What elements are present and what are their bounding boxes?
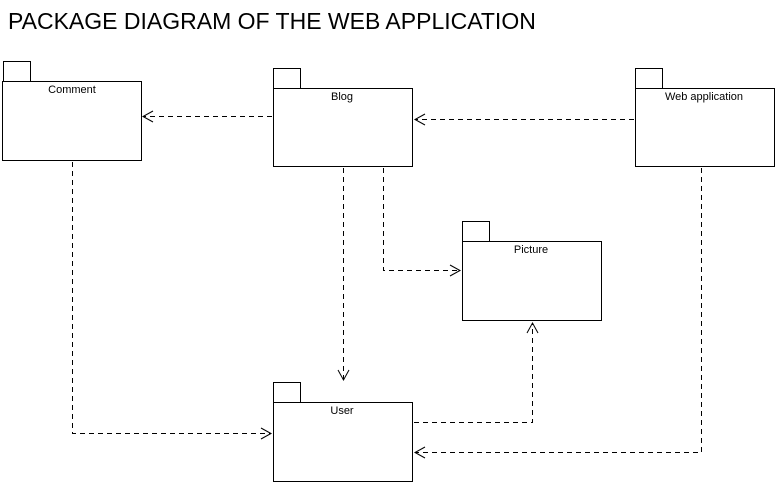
package-comment[interactable]: Comment [2, 61, 142, 161]
package-label-web-application: Web application [665, 91, 743, 103]
package-body [2, 81, 142, 161]
package-body [462, 241, 602, 321]
package-label-picture: Picture [514, 244, 548, 256]
dependency-web-application-to-user [413, 168, 702, 459]
diagram-title: PACKAGE DIAGRAM OF THE WEB APPLICATION [8, 8, 536, 34]
dependency-web-application-to-blog [413, 113, 634, 126]
package-web-application[interactable]: Web application [635, 68, 775, 167]
package-label-comment: Comment [48, 84, 96, 96]
package-user[interactable]: User [273, 382, 413, 482]
package-tab [462, 221, 490, 242]
package-body [273, 402, 413, 482]
package-picture[interactable]: Picture [462, 221, 602, 321]
dependency-user-to-picture [414, 321, 539, 423]
dependency-blog-to-comment [141, 110, 272, 123]
package-tab [3, 61, 31, 82]
package-label-user: User [330, 405, 354, 417]
dependency-comment-to-user [72, 162, 273, 440]
package-tab [273, 382, 301, 403]
dependency-blog-to-user [337, 168, 350, 382]
dependency-blog-to-picture [383, 168, 462, 277]
package-blog[interactable]: Blog [273, 68, 413, 167]
package-body [635, 88, 775, 167]
package-body [273, 88, 413, 167]
package-tab [635, 68, 663, 89]
package-tab [273, 68, 301, 89]
package-label-blog: Blog [331, 91, 353, 103]
